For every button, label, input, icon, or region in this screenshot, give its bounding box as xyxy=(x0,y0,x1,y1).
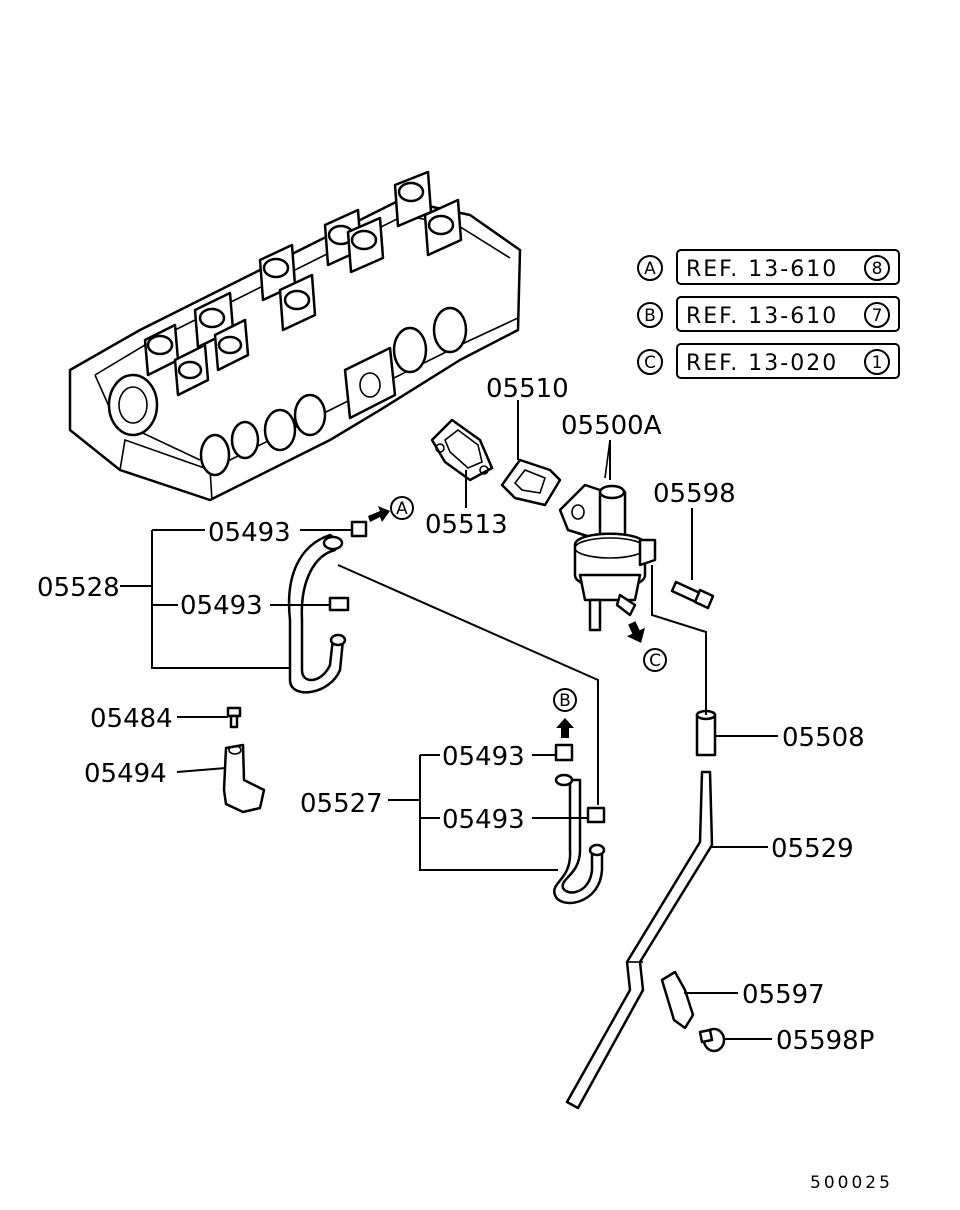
label-05597: 05597 xyxy=(742,980,825,1010)
ref-text-c: REF. 13-020 xyxy=(686,351,838,376)
label-05494: 05494 xyxy=(84,759,167,789)
ref-num-b: 7 xyxy=(872,306,883,326)
label-05508: 05508 xyxy=(782,723,865,753)
marker-c-arrow: C xyxy=(626,621,667,672)
marker-c-letter: C xyxy=(649,651,661,671)
label-05493-d: 05493 xyxy=(442,805,525,835)
marker-b-letter: B xyxy=(559,691,571,711)
ref-letter-b: B xyxy=(644,306,656,326)
pipe-05529 xyxy=(565,770,714,1110)
part-labels: 05510 05500A 05598 05513 05493 05528 054… xyxy=(37,374,874,1056)
label-05529: 05529 xyxy=(771,834,854,864)
cylinder-head-illustration xyxy=(68,170,522,502)
label-05598: 05598 xyxy=(653,479,736,509)
diagram-code: 500025 xyxy=(810,1173,893,1193)
hose-05527 xyxy=(553,773,606,905)
leader-lines xyxy=(120,400,778,1040)
clamp-05493-a xyxy=(350,520,368,538)
label-05484: 05484 xyxy=(90,704,173,734)
clip-05597 xyxy=(660,970,695,1030)
bolt-05598 xyxy=(670,580,715,610)
label-05493-a: 05493 xyxy=(208,518,291,548)
hose-05528 xyxy=(287,533,347,694)
reference-table: A REF. 13-610 8 B REF. 13-610 7 C REF. 1… xyxy=(637,249,900,379)
clamp-05493-d xyxy=(586,806,606,824)
ref-text-a: REF. 13-610 xyxy=(686,257,838,282)
gasket-05510 xyxy=(500,458,562,507)
bolt-05598P xyxy=(698,1027,726,1053)
ref-text-b: REF. 13-610 xyxy=(686,304,838,329)
label-05500A: 05500A xyxy=(561,411,662,441)
label-05598P: 05598P xyxy=(776,1026,874,1056)
bracket-05494 xyxy=(222,743,266,814)
clamp-05493-b xyxy=(328,596,350,612)
label-05527: 05527 xyxy=(300,789,383,819)
label-05493-c: 05493 xyxy=(442,742,525,772)
hose-05508 xyxy=(695,709,717,757)
ref-row-a: A REF. 13-610 8 xyxy=(637,249,900,285)
marker-a-letter: A xyxy=(396,499,408,519)
ref-num-a: 8 xyxy=(872,259,883,279)
ref-letter-c: C xyxy=(644,353,656,373)
ref-row-c: C REF. 13-020 1 xyxy=(637,343,900,379)
fuel-pump-05500A xyxy=(558,439,657,632)
label-05510: 05510 xyxy=(486,374,569,404)
marker-b-arrow: B xyxy=(553,688,577,738)
ref-row-b: B REF. 13-610 7 xyxy=(637,296,900,332)
ref-num-c: 1 xyxy=(872,353,883,373)
label-05493-b: 05493 xyxy=(180,591,263,621)
ref-letter-a: A xyxy=(644,259,656,279)
marker-a-arrow: A xyxy=(368,496,414,522)
bolt-05484 xyxy=(226,706,242,729)
gasket-05513 xyxy=(430,418,494,482)
label-05513: 05513 xyxy=(425,510,508,540)
label-05528: 05528 xyxy=(37,573,120,603)
clamp-05493-c xyxy=(554,743,574,762)
